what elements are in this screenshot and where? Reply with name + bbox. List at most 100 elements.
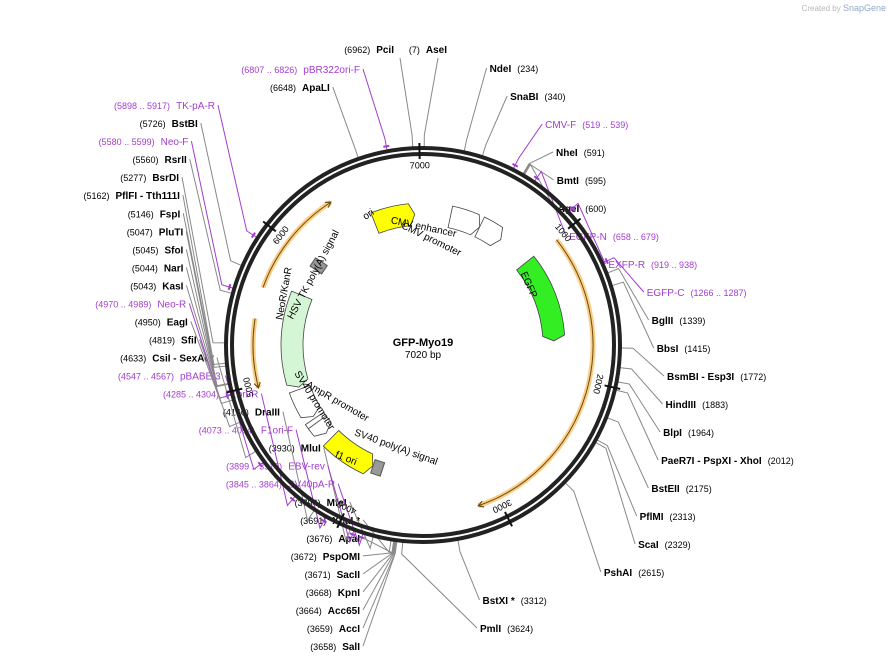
site-label-cmv-f[interactable]: CMV-F(519 .. 539): [545, 120, 628, 131]
site-label-ebv-rev[interactable]: (3899 .. 3918)EBV-rev: [226, 462, 325, 473]
site-name: EagI: [167, 317, 188, 328]
site-name: DraIII: [255, 408, 280, 419]
snapgene-credit: Created by SnapGene: [801, 3, 886, 13]
site-label-sali[interactable]: (3658)SalI: [310, 642, 360, 653]
f1-ori-feature: [322, 429, 374, 475]
leader-line: [619, 367, 663, 405]
site-label-bsrdi[interactable]: (5277)BsrDI: [120, 173, 179, 184]
site-label-bstbi[interactable]: (5726) BstBI: [140, 119, 198, 130]
site-label-ndei[interactable]: NdeI(234): [490, 64, 539, 75]
leader-line: [523, 163, 555, 181]
site-label-paer7i-pspxi-xhoi[interactable]: PaeR7I - PspXI - XhoI(2012): [661, 456, 794, 467]
site-position: (2313): [670, 512, 696, 522]
site-label-egfp-c[interactable]: EGFP-C(1266 .. 1287): [647, 288, 747, 299]
site-position: (4633): [120, 354, 146, 364]
site-label-acci[interactable]: (3659)AccI: [307, 624, 360, 635]
site-name: BbsI: [657, 344, 679, 355]
site-labels-layer: (6962) PciI (7)AseI NdeI(234) SnaBI(340) CMV-…: [83, 45, 793, 653]
site-position: (2175): [686, 484, 712, 494]
site-position: (3659): [307, 624, 333, 634]
leader-line: [182, 213, 227, 368]
myo19-arc-arrowhead: [324, 201, 332, 208]
leader-line: [607, 267, 650, 321]
site-label-bglii[interactable]: BglII(1339): [652, 316, 706, 327]
site-label-bbsi[interactable]: BbsI(1415): [657, 344, 711, 355]
site-position: (5047): [127, 227, 153, 237]
site-label-pluti[interactable]: (5047)PluTI: [127, 227, 184, 238]
site-label-f1ori-f[interactable]: (4073 .. 4094)F1ori-F: [199, 426, 293, 437]
cmv-promoter-feature: [474, 216, 504, 247]
leader-line: [512, 123, 543, 170]
site-label-bsteii[interactable]: BstEII(2175): [651, 484, 711, 495]
site-label-mlui[interactable]: (3930)MluI: [269, 444, 321, 455]
site-name: ApaLI: [302, 83, 330, 94]
site-position: (6962): [344, 45, 370, 55]
site-label-tk-pa-r[interactable]: (5898 .. 5917)TK-pA-R: [114, 101, 215, 112]
site-position: (3658): [310, 642, 336, 652]
site-label-neo-r[interactable]: (4970 .. 4989)Neo-R: [95, 299, 186, 310]
leader-line: [362, 540, 396, 593]
leader-line: [200, 122, 242, 267]
site-label-bmti[interactable]: BmtI(595): [557, 176, 606, 187]
site-label-sv40pa-r[interactable]: (3845 .. 3864)SV40pA-R: [226, 480, 335, 491]
site-label-kpni[interactable]: (3668)KpnI: [306, 588, 360, 599]
site-label-pspomi[interactable]: (3672)PspOMI: [291, 552, 360, 563]
site-position: (3930): [269, 444, 295, 454]
site-name: SacII: [337, 570, 361, 581]
site-label-apali[interactable]: (6648)ApaLI: [270, 83, 330, 94]
site-label-rsrii[interactable]: (5560)RsrII: [133, 155, 187, 166]
site-name: BmtI: [557, 176, 579, 187]
site-label-nari[interactable]: (5044)NarI: [132, 263, 184, 274]
leader-line: [564, 482, 602, 573]
site-label-pcii[interactable]: (6962) PciI: [344, 45, 394, 56]
site-label-fspi[interactable]: (5146)FspI: [128, 209, 181, 220]
site-name: TK-pA-R: [176, 101, 215, 112]
site-name: F1ori-R: [225, 390, 258, 401]
site-label-hindiii[interactable]: HindIII(1883): [666, 400, 729, 411]
site-label-acc65i[interactable]: (3664)Acc65I: [296, 606, 360, 617]
site-label-pbabe-3[interactable]: (4547 .. 4567)pBABE 3': [118, 372, 223, 383]
site-label-nhei[interactable]: NheI(591): [556, 148, 605, 159]
leader-line: [399, 57, 414, 148]
site-label-sacii[interactable]: (3671)SacII: [305, 570, 361, 581]
site-name: F1ori-F: [261, 426, 293, 437]
site-label-blpi[interactable]: BlpI(1964): [663, 428, 714, 439]
primer-mark: [289, 496, 296, 502]
site-name: BstBI: [172, 119, 198, 130]
site-label-snabi[interactable]: SnaBI(340): [510, 92, 565, 103]
ruler-tick: [336, 512, 345, 529]
site-label-exfp-r[interactable]: EXFP-R(919 .. 938): [608, 260, 697, 271]
site-label-f1ori-r[interactable]: (4285 .. 4304) F1ori-R: [163, 390, 258, 401]
site-name: PflFI - Tth111I: [115, 191, 180, 202]
leader-line: [457, 539, 480, 601]
site-name: PshAI: [604, 568, 633, 579]
backbone-outer: [224, 146, 622, 544]
sv40-promoter-feature: [288, 385, 321, 419]
site-name: SfiI: [181, 335, 197, 346]
site-position: (7): [409, 45, 420, 55]
leader-line: [423, 57, 439, 148]
site-position: (3899 .. 3918): [226, 462, 282, 472]
site-label-pmli[interactable]: PmlI(3624): [480, 624, 533, 635]
myo19-arc-core: [252, 318, 259, 389]
site-label-neo-f[interactable]: (5580 .. 5599)Neo-F: [99, 137, 189, 148]
site-label-asei[interactable]: (7)AseI: [409, 45, 447, 56]
site-label-pflmi[interactable]: PflMI(2313): [640, 512, 696, 523]
site-label-sfoi[interactable]: (5045)SfoI: [132, 245, 183, 256]
site-label-pshai[interactable]: PshAI(2615): [604, 568, 664, 579]
site-label-pflfi-tth111i[interactable]: (5162)PflFI - Tth111I: [83, 191, 180, 202]
site-position: (4950): [135, 317, 161, 327]
site-position: (4285 .. 4304): [163, 390, 219, 400]
site-label-pbr322ori-f[interactable]: (6807 .. 6826)pBR322ori-F: [241, 65, 360, 76]
site-name: PciI: [376, 45, 394, 56]
site-label-sfii[interactable]: (4819)SfiI: [149, 335, 197, 346]
site-label-csii-sexai[interactable]: (4633)CsiI - SexAI *: [120, 354, 214, 365]
site-label-eagi[interactable]: (4950) EagI: [135, 317, 188, 328]
site-position: (3845 .. 3864): [226, 480, 282, 490]
site-label-bstxi[interactable]: BstXI *(3312): [482, 596, 546, 607]
egfp-feature: [516, 255, 566, 342]
site-label-bsmbi-esp3i[interactable]: BsmBI - Esp3I(1772): [667, 372, 766, 383]
site-label-kasi[interactable]: (5043)KasI: [130, 281, 183, 292]
site-label-scai[interactable]: ScaI(2329): [638, 540, 691, 551]
site-position: (5726): [140, 119, 166, 129]
